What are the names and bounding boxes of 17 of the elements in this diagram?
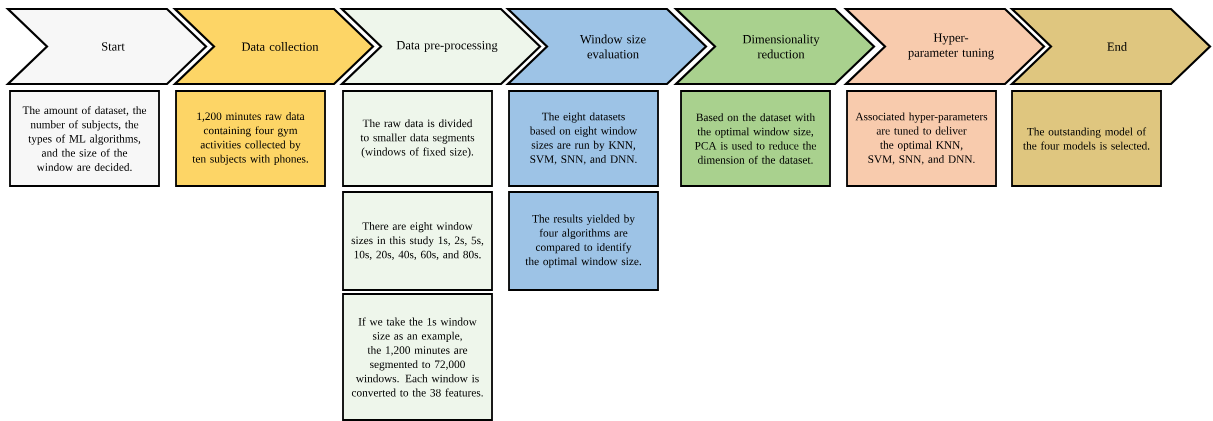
chevron-step: Dimensionality reduction <box>673 7 876 86</box>
text-box: 1,200 minutes raw data containing four gym activities collected by ten subjects with phones. <box>175 90 326 187</box>
text-box: The results yielded by four algorithms are compared to identify the optimal window size. <box>508 191 659 291</box>
text-box: The eight datasets based on eight window sizes are run by KNN, SVM, SNN, and DNN. <box>508 90 659 187</box>
text-box: The amount of dataset, the number of subjects, the types of ML algorithms, and the size of the window are decided. <box>9 90 160 187</box>
text-box: If we take the 1s window size as an example, the 1,200 minutes are segmented to 72,000 windows. Each window is converted to the 38 features. <box>342 293 493 421</box>
text-box: The outstanding model of the four models is selected. <box>1011 90 1162 187</box>
text-box: There are eight window sizes in this study 1s, 2s, 5s, 10s, 20s, 40s, 60s, and 80s. <box>342 191 493 291</box>
text-box: Based on the dataset with the optimal window size, PCA is used to reduce the dimension of the dataset. <box>680 90 831 187</box>
chevron-step: Data collection <box>172 7 375 86</box>
chevron-step: Start <box>5 7 208 86</box>
text-box: Associated hyper-parameters are tuned to deliver the optimal KNN, SVM, SNN, and DNN. <box>846 90 997 187</box>
chevron-step: Hyper-parameter tuning <box>843 7 1046 86</box>
chevron-step: Window size evaluation <box>505 7 708 86</box>
chevron-step: End <box>1009 7 1212 86</box>
chevron-step: Data pre-processing <box>339 7 542 86</box>
text-box: The raw data is divided to smaller data segments (windows of fixed size). <box>342 90 493 187</box>
